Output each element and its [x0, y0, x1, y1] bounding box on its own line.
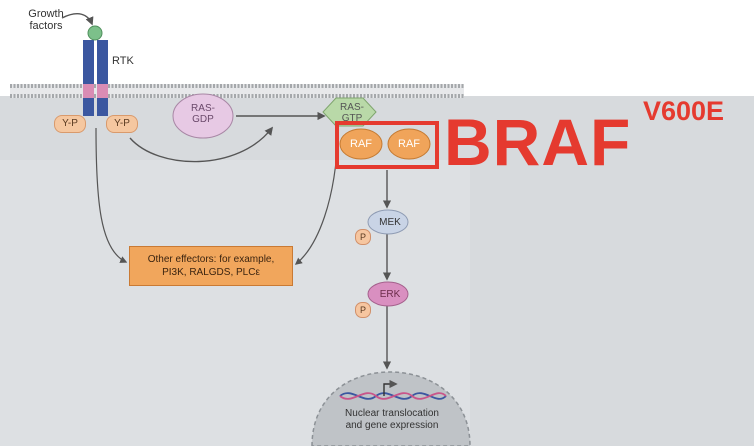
ligand: [87, 25, 103, 41]
raf-node-2: [387, 128, 431, 160]
braf-title: BRAF: [444, 105, 632, 179]
raf-label-1: RAF: [350, 138, 372, 150]
growth-factor-arrow: [61, 13, 94, 26]
cell-membrane: [10, 84, 464, 98]
phospho-tyrosine-left: Y-P: [54, 115, 86, 133]
nucleus: [311, 371, 471, 446]
raf-label-2: RAF: [398, 138, 420, 150]
braf-mutation-superscript: V600E: [643, 96, 725, 126]
braf-highlight-box: [335, 121, 439, 169]
phospho-tyrosine-right: Y-P: [106, 115, 138, 133]
ras-gtp-node: [322, 97, 377, 127]
erk-phospho-badge: P: [355, 302, 371, 318]
nuclear-translocation-label: Nuclear translocation and gene expressio…: [345, 408, 439, 431]
growth-factors-label: Growth factors: [28, 8, 64, 32]
rtk-label: RTK: [112, 55, 134, 67]
ras-gdp-label: RAS- GDP: [191, 103, 215, 125]
ras-gtp-label: RAS- GTP: [340, 102, 364, 124]
erk-node: [367, 281, 409, 307]
other-effectors-box: Other effectors: for example, PI3K, RALG…: [129, 246, 293, 286]
mek-label: MEK: [379, 217, 401, 228]
transcription-start-arrow: [383, 379, 398, 396]
raf-node-1: [339, 128, 383, 160]
dna-helix: [339, 392, 447, 400]
erk-label: ERK: [379, 289, 401, 300]
receptor-to-effectors-arrow: [95, 127, 128, 263]
rtk-receptor: [83, 40, 108, 116]
yp-to-ras-curve: [129, 126, 274, 163]
mek-phospho-badge: P: [355, 229, 371, 245]
ras-gdp-node: [172, 93, 234, 139]
mek-node: [367, 209, 409, 235]
